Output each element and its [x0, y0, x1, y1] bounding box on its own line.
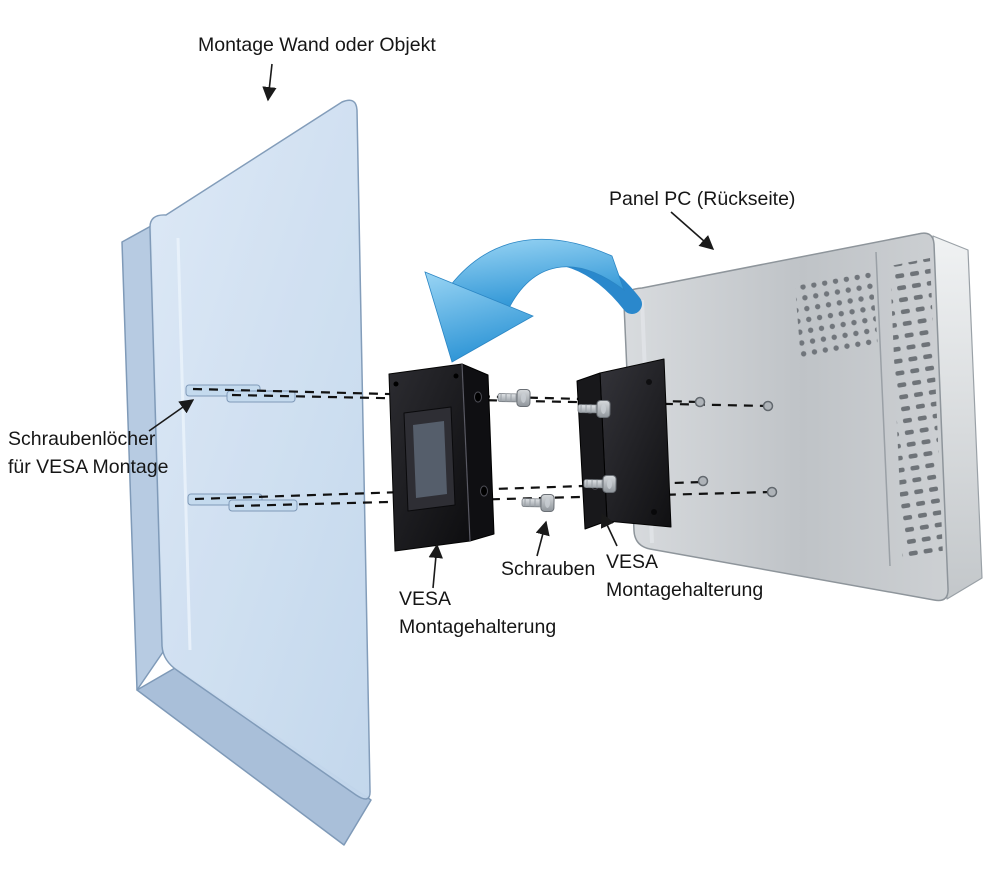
screw-graphic — [497, 388, 531, 408]
label-vesa-mount-pc: VESA Montagehalterung — [606, 551, 764, 601]
label-panel-pc: Panel PC (Rückseite) — [609, 188, 796, 210]
vesa-bracket-wall-graphic — [388, 363, 495, 552]
label-screws: Schrauben — [501, 558, 596, 580]
label-vesa-mount-wall: VESA Montagehalterung — [399, 588, 557, 638]
wall-panel-graphic — [121, 99, 372, 846]
label-mount-wall: Montage Wand oder Objekt — [198, 34, 436, 56]
leader-line-wall — [262, 63, 277, 102]
panel-pc-graphic — [623, 232, 983, 602]
leader-line-panel-pc — [670, 211, 715, 250]
leader-line-screws — [535, 520, 550, 557]
leader-line-vesa-wall — [428, 543, 443, 589]
label-screw-holes: Schraubenlöcher für VESA Montage — [8, 428, 169, 478]
screw-graphic — [521, 493, 555, 513]
leader-lines — [148, 63, 715, 589]
vesa-bracket-pc-graphic — [576, 358, 672, 530]
vent-slots — [890, 258, 943, 564]
speaker-hole-grid — [795, 272, 878, 362]
assembly-arrow — [424, 238, 642, 363]
pc-vesa-screw-holes — [694, 396, 778, 498]
leader-line-screw-holes — [148, 399, 195, 432]
leader-line-vesa-pc — [600, 512, 618, 547]
